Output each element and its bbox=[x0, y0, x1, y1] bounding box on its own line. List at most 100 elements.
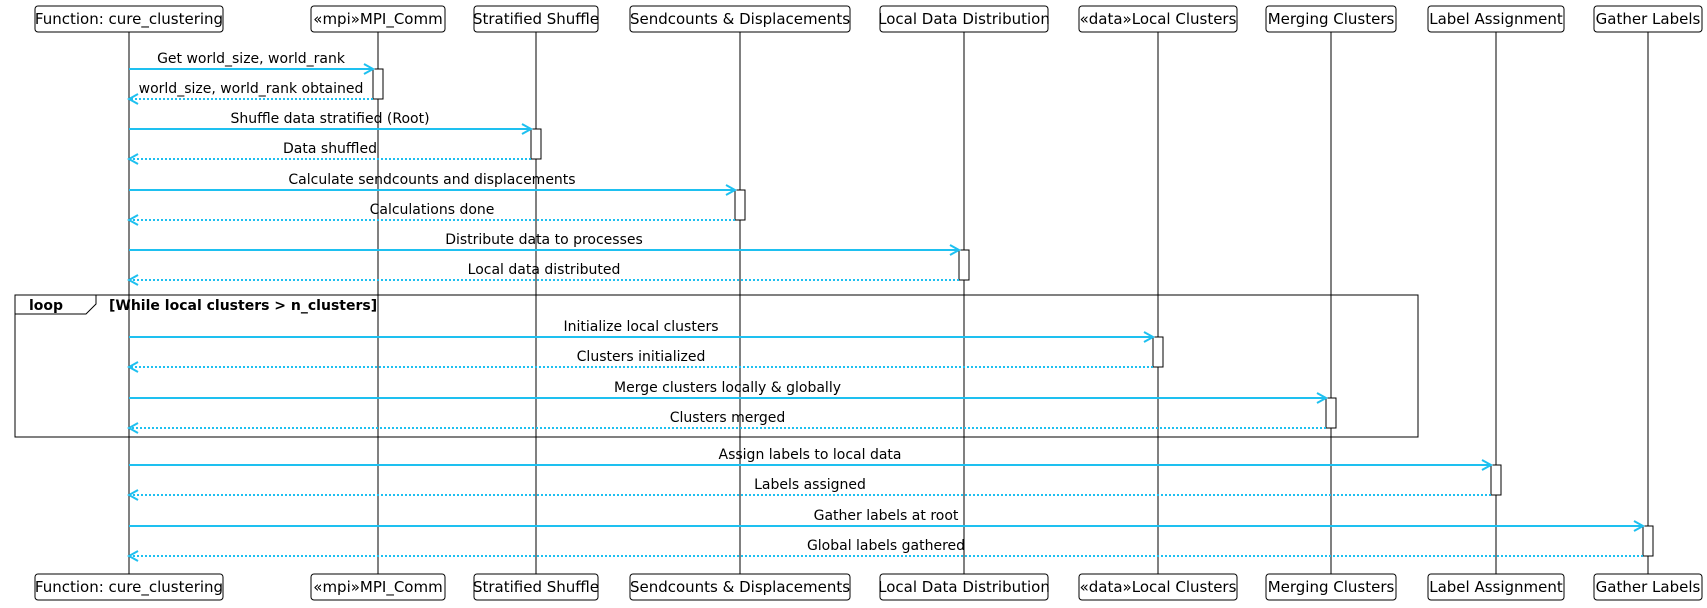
participant-gather-top: Gather Labels bbox=[1593, 5, 1703, 33]
participant-box bbox=[473, 573, 599, 601]
activation-sendcounts bbox=[734, 189, 746, 221]
participant-label: «data»Local Clusters bbox=[1080, 10, 1237, 28]
participants-bottom: Function: cure_clustering «mpi»MPI_Comm St… bbox=[34, 573, 1703, 601]
participant-localclusters-top: «data»Local Clusters bbox=[1078, 5, 1238, 33]
arrowhead-icon bbox=[126, 153, 139, 165]
participant-box bbox=[1593, 573, 1703, 601]
participant-label: «data»Local Clusters bbox=[1080, 578, 1237, 596]
participant-label: «mpi»MPI_Comm bbox=[313, 10, 442, 29]
participant-box bbox=[1078, 573, 1238, 601]
participant-box bbox=[629, 573, 851, 601]
message-14: Gather labels at root bbox=[129, 508, 1646, 532]
message-label: Calculate sendcounts and displacements bbox=[288, 172, 575, 188]
message-label: Initialize local clusters bbox=[563, 319, 718, 335]
participant-box bbox=[879, 573, 1049, 601]
loop-keyword: loop bbox=[29, 298, 63, 314]
participant-label: Sendcounts & Displacements bbox=[630, 10, 850, 28]
participant-cure-top: Function: cure_clustering bbox=[34, 5, 224, 33]
message-label: Local data distributed bbox=[468, 262, 621, 278]
participant-label: Local Data Distribution bbox=[878, 10, 1050, 28]
arrowhead-icon bbox=[1316, 392, 1329, 404]
participant-label: «mpi»MPI_Comm bbox=[313, 578, 442, 597]
message-2: Shuffle data stratified (Root) bbox=[129, 111, 534, 135]
loop-condition: [While local clusters > n_clusters] bbox=[109, 298, 377, 314]
participant-label: Function: cure_clustering bbox=[35, 578, 223, 597]
arrowhead-icon bbox=[521, 123, 534, 135]
arrowhead-icon bbox=[126, 550, 139, 562]
participant-label: Gather Labels bbox=[1596, 10, 1701, 28]
participant-cure-bottom: Function: cure_clustering bbox=[34, 573, 224, 601]
participant-shuffle-top: Stratified Shuffle bbox=[473, 5, 599, 33]
participant-label: Merging Clusters bbox=[1268, 10, 1395, 28]
participant-localdist-bottom: Local Data Distribution bbox=[878, 573, 1050, 601]
participant-box bbox=[473, 5, 599, 33]
message-15: Global labels gathered bbox=[126, 538, 1643, 562]
message-label: Calculations done bbox=[370, 202, 495, 218]
message-label: Assign labels to local data bbox=[719, 447, 902, 463]
participant-box bbox=[1078, 5, 1238, 33]
message-label: Distribute data to processes bbox=[445, 232, 643, 248]
message-label: Global labels gathered bbox=[807, 538, 965, 554]
arrowhead-icon bbox=[126, 489, 139, 501]
arrowhead-icon bbox=[725, 184, 738, 196]
activation-localdist bbox=[958, 249, 970, 281]
participant-box bbox=[1265, 5, 1397, 33]
arrowhead-icon bbox=[363, 63, 376, 75]
message-5: Calculations done bbox=[126, 202, 735, 226]
participant-labelassign-bottom: Label Assignment bbox=[1427, 573, 1565, 601]
message-label: Labels assigned bbox=[754, 477, 866, 493]
participant-label: Stratified Shuffle bbox=[473, 578, 599, 596]
message-11: Clusters merged bbox=[126, 410, 1326, 434]
participant-label: Label Assignment bbox=[1429, 10, 1563, 28]
arrowhead-icon bbox=[126, 422, 139, 434]
participant-gather-bottom: Gather Labels bbox=[1593, 573, 1703, 601]
message-6: Distribute data to processes bbox=[129, 232, 962, 256]
activation-bars bbox=[372, 68, 1654, 557]
activation-gather bbox=[1642, 525, 1654, 557]
participant-box bbox=[1427, 5, 1565, 33]
message-10: Merge clusters locally & globally bbox=[129, 380, 1329, 404]
participant-box bbox=[310, 5, 446, 33]
message-label: Shuffle data stratified (Root) bbox=[230, 111, 429, 127]
participant-merging-top: Merging Clusters bbox=[1265, 5, 1397, 33]
lifelines bbox=[128, 32, 1649, 574]
message-0: Get world_size, world_rank bbox=[129, 51, 376, 75]
participant-box bbox=[879, 5, 1049, 33]
message-1: world_size, world_rank obtained bbox=[126, 81, 373, 105]
arrowhead-icon bbox=[126, 93, 139, 105]
participant-label: Merging Clusters bbox=[1268, 578, 1395, 596]
message-label: Clusters initialized bbox=[577, 349, 706, 365]
message-label: Gather labels at root bbox=[814, 508, 959, 524]
message-7: Local data distributed bbox=[126, 262, 959, 286]
message-4: Calculate sendcounts and displacements bbox=[129, 172, 738, 196]
participant-label: Stratified Shuffle bbox=[473, 10, 599, 28]
activation-mpi bbox=[372, 68, 384, 100]
participant-label: Sendcounts & Displacements bbox=[630, 578, 850, 596]
message-label: world_size, world_rank obtained bbox=[139, 81, 364, 97]
arrowhead-icon bbox=[949, 244, 962, 256]
participant-merging-bottom: Merging Clusters bbox=[1265, 573, 1397, 601]
participants-top: Function: cure_clustering «mpi»MPI_Comm St… bbox=[34, 5, 1703, 33]
activation-shuffle bbox=[530, 128, 542, 160]
message-9: Clusters initialized bbox=[126, 349, 1153, 373]
arrowhead-icon bbox=[1481, 459, 1494, 471]
participant-box bbox=[34, 573, 224, 601]
loop-box bbox=[14, 294, 1419, 438]
messages: Get world_size, world_rank world_size, wo… bbox=[126, 51, 1646, 562]
loop-label-tab bbox=[15, 294, 97, 315]
message-13: Labels assigned bbox=[126, 477, 1491, 501]
participant-label: Function: cure_clustering bbox=[35, 10, 223, 29]
activation-merging bbox=[1325, 397, 1337, 429]
message-8: Initialize local clusters bbox=[129, 319, 1156, 343]
participant-shuffle-bottom: Stratified Shuffle bbox=[473, 573, 599, 601]
loop-frame: loop [While local clusters > n_clusters] bbox=[14, 294, 1419, 438]
message-12: Assign labels to local data bbox=[129, 447, 1494, 471]
participant-localdist-top: Local Data Distribution bbox=[878, 5, 1050, 33]
arrowhead-icon bbox=[1633, 520, 1646, 532]
participant-label: Local Data Distribution bbox=[878, 578, 1050, 596]
arrowhead-icon bbox=[126, 214, 139, 226]
activation-labelassign bbox=[1490, 464, 1502, 496]
participant-mpi-top: «mpi»MPI_Comm bbox=[310, 5, 446, 33]
message-label: Merge clusters locally & globally bbox=[614, 380, 841, 396]
